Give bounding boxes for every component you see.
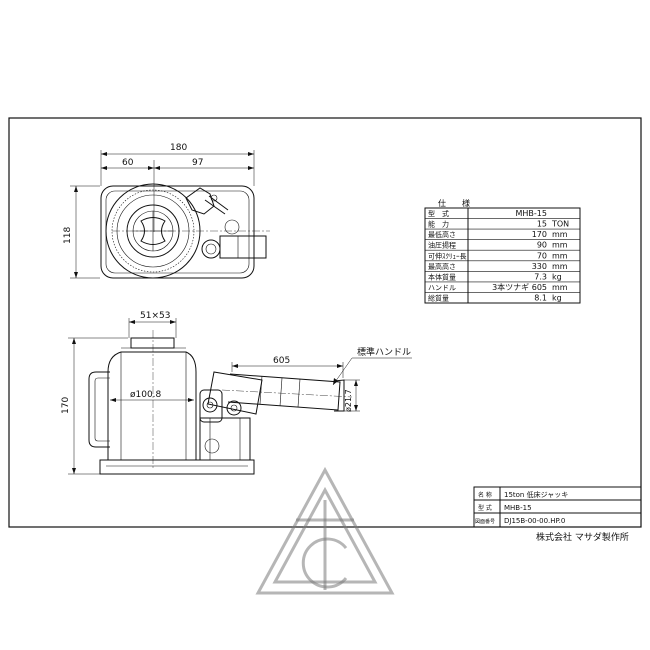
side-view: 51×53 170 ø100.8 [61,311,412,475]
title-label-model: 型 式 [478,504,492,512]
jack-base [99,459,255,475]
spec-unit: kg [552,294,562,303]
spec-unit: mm [552,283,568,292]
dim-right-offset: 97 [192,158,203,168]
dim-overall-width: 180 [170,143,187,153]
dim-saddle-size: 51×53 [140,311,170,321]
spec-label: 油圧揚程 [428,241,456,250]
title-value-model: MHB-15 [504,504,532,512]
dim-body-diameter: ø100.8 [130,390,162,400]
spec-label: 総質量 [428,294,449,303]
spec-value: 15 [537,220,547,229]
pump-plug [201,239,221,259]
dim-handle-diameter: ø21.7 [344,389,353,412]
spec-value: 70 [537,251,547,260]
spec-unit: mm [552,251,568,260]
company-name: 株式会社 マサダ製作所 [536,531,629,543]
title-value-name: 15ton 低床ジャッキ [504,490,568,499]
spec-value: 8.1 [534,294,547,303]
spec-label: 型 式 [428,209,449,218]
watermark-logo [255,466,395,595]
spec-value: 90 [537,241,547,250]
operating-handle [227,373,341,411]
spec-unit: mm [552,241,568,250]
pump-housing [199,417,251,461]
dim-left-offset: 60 [122,158,134,168]
dim-handle-length: 605 [273,356,290,366]
spec-table: 仕 様 型 式 MHB-15 能 力 15 TON 最低高さ 170 mm 油圧揚程 90 mm 可伸… [424,198,581,304]
spec-value: 330 [532,262,547,271]
base-plate-top [100,185,255,279]
spec-value: 7.3 [534,272,547,281]
spec-value: 170 [532,230,547,239]
title-label-name: 名 称 [478,491,492,499]
handle-socket-top [219,235,267,259]
spec-label: 最低高さ [428,230,456,239]
standard-handle-label: 標準ハンドル [357,346,411,358]
spec-unit: mm [552,262,568,271]
spec-unit: mm [552,230,568,239]
top-view: 180 60 97 118 [63,143,270,279]
dim-top-height: 118 [63,227,73,244]
spec-unit: kg [552,272,562,281]
title-block: 名 称 15ton 低床ジャッキ 型 式 MHB-15 図面番号 DJ15B-0… [473,486,642,543]
spec-label: 能 力 [428,220,449,229]
spec-label: 本体質量 [428,272,456,281]
spec-value: 3本ツナギ 605 [492,282,547,292]
spec-table-title: 仕 様 [438,198,470,208]
spec-value: MHB-15 [516,209,547,218]
spec-label: 可伸ｽｸﾘｭｰ長 [428,251,467,260]
spec-label: ハンドル [428,284,456,292]
title-value-drawing-no: DJ15B-00-00.HP.0 [504,517,565,525]
spec-label: 最高高さ [428,262,456,271]
spec-unit: TON [551,220,569,229]
drawing-border [8,117,642,528]
release-valve [185,187,215,215]
dim-side-height: 170 [61,397,71,414]
title-label-drawing-no: 図面番号 [475,518,495,525]
carry-handle [88,371,110,448]
